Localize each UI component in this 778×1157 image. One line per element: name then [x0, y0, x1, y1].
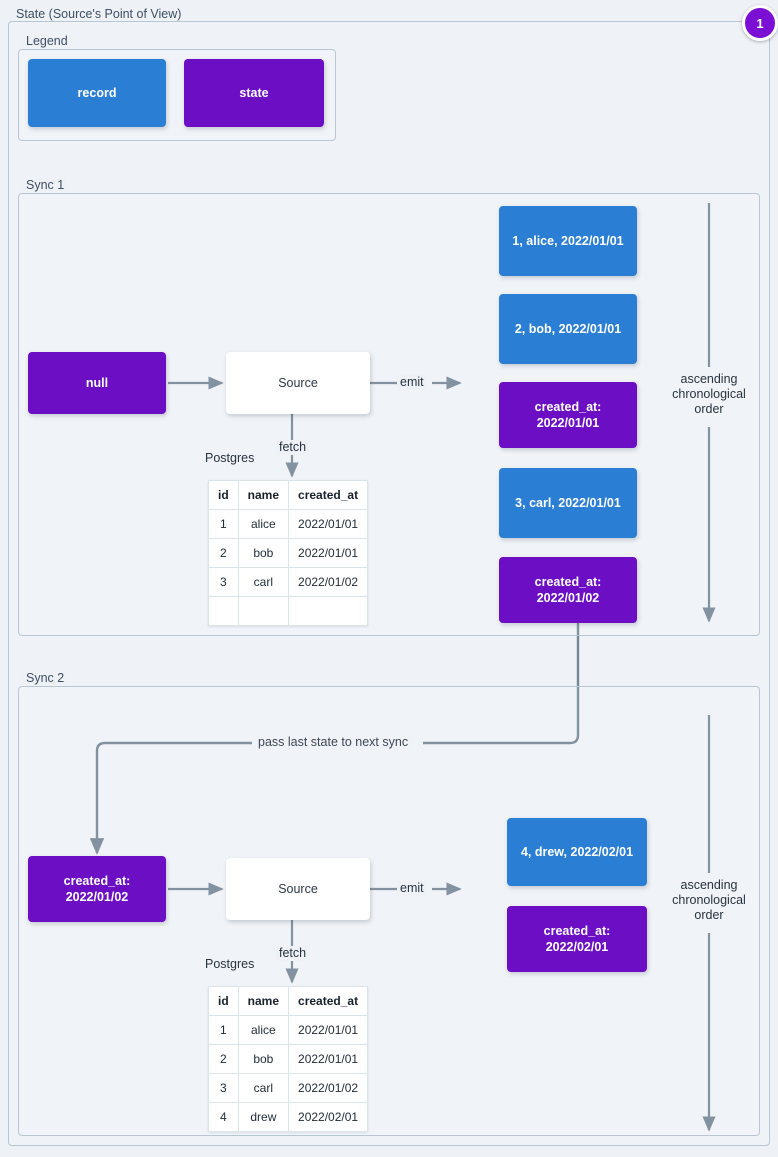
- cell-name: [237, 596, 290, 626]
- cell-id: [208, 596, 239, 626]
- sync-1-stream-item-5: created_at: 2022/01/02: [499, 557, 637, 623]
- cell-id: 1: [208, 509, 239, 539]
- sync-1-stream-item-5-text: created_at: 2022/01/02: [534, 575, 602, 605]
- sync-2-stream-item-1-text: 4, drew, 2022/02/01: [520, 845, 634, 859]
- table-header-row: id name created_at: [208, 986, 369, 1016]
- sync-2-order-label: ascending chronological order: [672, 878, 746, 922]
- sync-2-input-state-text: created_at: 2022/01/02: [63, 874, 131, 904]
- sync-1-emit-label: emit: [397, 375, 427, 390]
- legend-swatch-state: state: [184, 59, 324, 127]
- cell-id: 2: [208, 538, 239, 568]
- cell-created-at: 2022/01/02: [288, 567, 369, 597]
- table-header-row: id name created_at: [208, 480, 369, 510]
- sync-1-db-label: Postgres: [205, 451, 255, 465]
- sync-1-stream-item-4: 3, carl, 2022/01/01: [499, 468, 637, 538]
- group-sync-1: [18, 193, 760, 636]
- sync-2-emit-label: emit: [397, 881, 427, 896]
- sync-1-postgres-table: id name created_at 1 alice 2022/01/01 2 …: [208, 480, 369, 626]
- table-col-name: name: [237, 986, 290, 1016]
- cell-id: 3: [208, 567, 239, 597]
- legend-label-state: state: [239, 86, 269, 100]
- cell-name: bob: [237, 1044, 290, 1074]
- sync-2-source: Source: [226, 858, 370, 920]
- cell-created-at: 2022/01/01: [288, 1015, 369, 1045]
- sync-2-label: Sync 2: [22, 671, 70, 685]
- table-row: 1 alice 2022/01/01: [208, 1015, 369, 1045]
- table-col-name: name: [237, 480, 290, 510]
- cell-name: bob: [237, 538, 290, 568]
- sync-1-source-text: Source: [278, 376, 318, 390]
- table-row: 3 carl 2022/01/02: [208, 1073, 369, 1103]
- table-col-id: id: [208, 480, 239, 510]
- sync-1-stream-item-3: created_at: 2022/01/01: [499, 382, 637, 448]
- cell-created-at: [288, 596, 369, 626]
- table-col-created-at: created_at: [288, 986, 369, 1016]
- sync-2-stream-item-2: created_at: 2022/02/01: [507, 906, 647, 972]
- cell-name: drew: [237, 1102, 290, 1132]
- cell-created-at: 2022/01/02: [288, 1073, 369, 1103]
- sync-1-stream-item-3-text: created_at: 2022/01/01: [534, 400, 602, 430]
- step-badge[interactable]: 1: [742, 5, 778, 41]
- sync-1-stream-item-1-text: 1, alice, 2022/01/01: [512, 234, 624, 248]
- sync-1-input-state-text: null: [85, 376, 109, 390]
- table-col-created-at: created_at: [288, 480, 369, 510]
- table-row: 1 alice 2022/01/01: [208, 509, 369, 539]
- table-row: 2 bob 2022/01/01: [208, 1044, 369, 1074]
- sync-1-stream-item-2: 2, bob, 2022/01/01: [499, 294, 637, 364]
- diagram-title: State (Source's Point of View): [12, 7, 187, 21]
- sync-2-source-text: Source: [278, 882, 318, 896]
- sync-1-label: Sync 1: [22, 178, 70, 192]
- table-row: 3 carl 2022/01/02: [208, 567, 369, 597]
- sync-2-stream-item-1: 4, drew, 2022/02/01: [507, 818, 647, 886]
- sync-1-stream-item-4-text: 3, carl, 2022/01/01: [515, 496, 621, 510]
- cell-created-at: 2022/02/01: [288, 1102, 369, 1132]
- table-col-id: id: [208, 986, 239, 1016]
- sync-1-order-label: ascending chronological order: [672, 372, 746, 416]
- cell-id: 1: [208, 1015, 239, 1045]
- cell-id: 3: [208, 1073, 239, 1103]
- cell-name: carl: [237, 567, 290, 597]
- legend-label: Legend: [22, 34, 73, 48]
- table-row: 4 drew 2022/02/01: [208, 1102, 369, 1132]
- cell-name: alice: [237, 509, 290, 539]
- sync-1-stream-item-1: 1, alice, 2022/01/01: [499, 206, 637, 276]
- sync-1-fetch-label: fetch: [276, 440, 310, 455]
- sync-1-input-state: null: [28, 352, 166, 414]
- cell-id: 2: [208, 1044, 239, 1074]
- cell-name: alice: [237, 1015, 290, 1045]
- cell-id: 4: [208, 1102, 239, 1132]
- cell-created-at: 2022/01/01: [288, 538, 369, 568]
- pass-last-state-label: pass last state to next sync: [255, 735, 412, 750]
- cell-created-at: 2022/01/01: [288, 509, 369, 539]
- sync-2-db-label: Postgres: [205, 957, 255, 971]
- legend-label-record: record: [77, 86, 117, 100]
- sync-1-stream-item-2-text: 2, bob, 2022/01/01: [514, 322, 622, 336]
- table-row: 2 bob 2022/01/01: [208, 538, 369, 568]
- sync-1-source: Source: [226, 352, 370, 414]
- table-row-empty: [208, 596, 369, 626]
- cell-name: carl: [237, 1073, 290, 1103]
- cell-created-at: 2022/01/01: [288, 1044, 369, 1074]
- sync-2-stream-item-2-text: created_at: 2022/02/01: [543, 924, 611, 954]
- sync-2-input-state: created_at: 2022/01/02: [28, 856, 166, 922]
- sync-2-fetch-label: fetch: [276, 946, 310, 961]
- legend-swatch-record: record: [28, 59, 166, 127]
- sync-2-postgres-table: id name created_at 1 alice 2022/01/01 2 …: [208, 986, 369, 1132]
